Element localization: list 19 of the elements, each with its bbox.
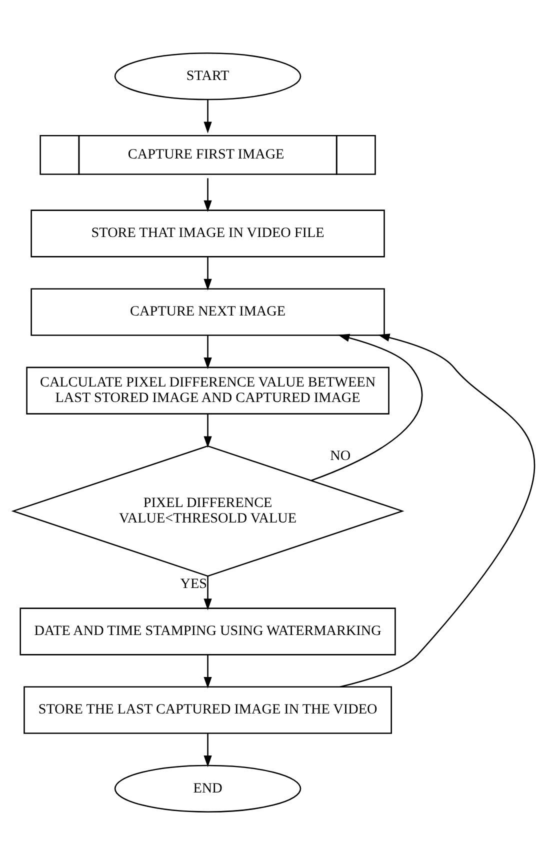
- node-box: STORE THAT IMAGE IN VIDEO FILE: [30, 210, 385, 258]
- edge-label: YES: [180, 576, 207, 592]
- arrow: [311, 334, 422, 482]
- arrow: [204, 576, 212, 610]
- arrow: [204, 414, 212, 448]
- node-ellipse: START: [114, 52, 302, 100]
- arrow: [204, 335, 212, 370]
- edge-label: NO: [330, 448, 351, 464]
- node-box: CALCULATE PIXEL DIFFERENCE VALUE BETWEEN LAST STORED IMAGE AND CAPTURED IMAGE: [26, 366, 390, 414]
- node-ellipse: END: [114, 764, 302, 812]
- node-box: CAPTURE NEXT IMAGE: [30, 288, 385, 336]
- arrow: [204, 654, 212, 689]
- arrow: [204, 178, 212, 212]
- arrow: [204, 256, 212, 291]
- node-box: DATE AND TIME STAMPING USING WATERMARKING: [20, 608, 396, 656]
- node-box: STORE THE LAST CAPTURED IMAGE IN THE VIDEO: [24, 686, 392, 734]
- arrow: [204, 100, 212, 134]
- arrow: [204, 733, 212, 768]
- arrow: [340, 334, 536, 688]
